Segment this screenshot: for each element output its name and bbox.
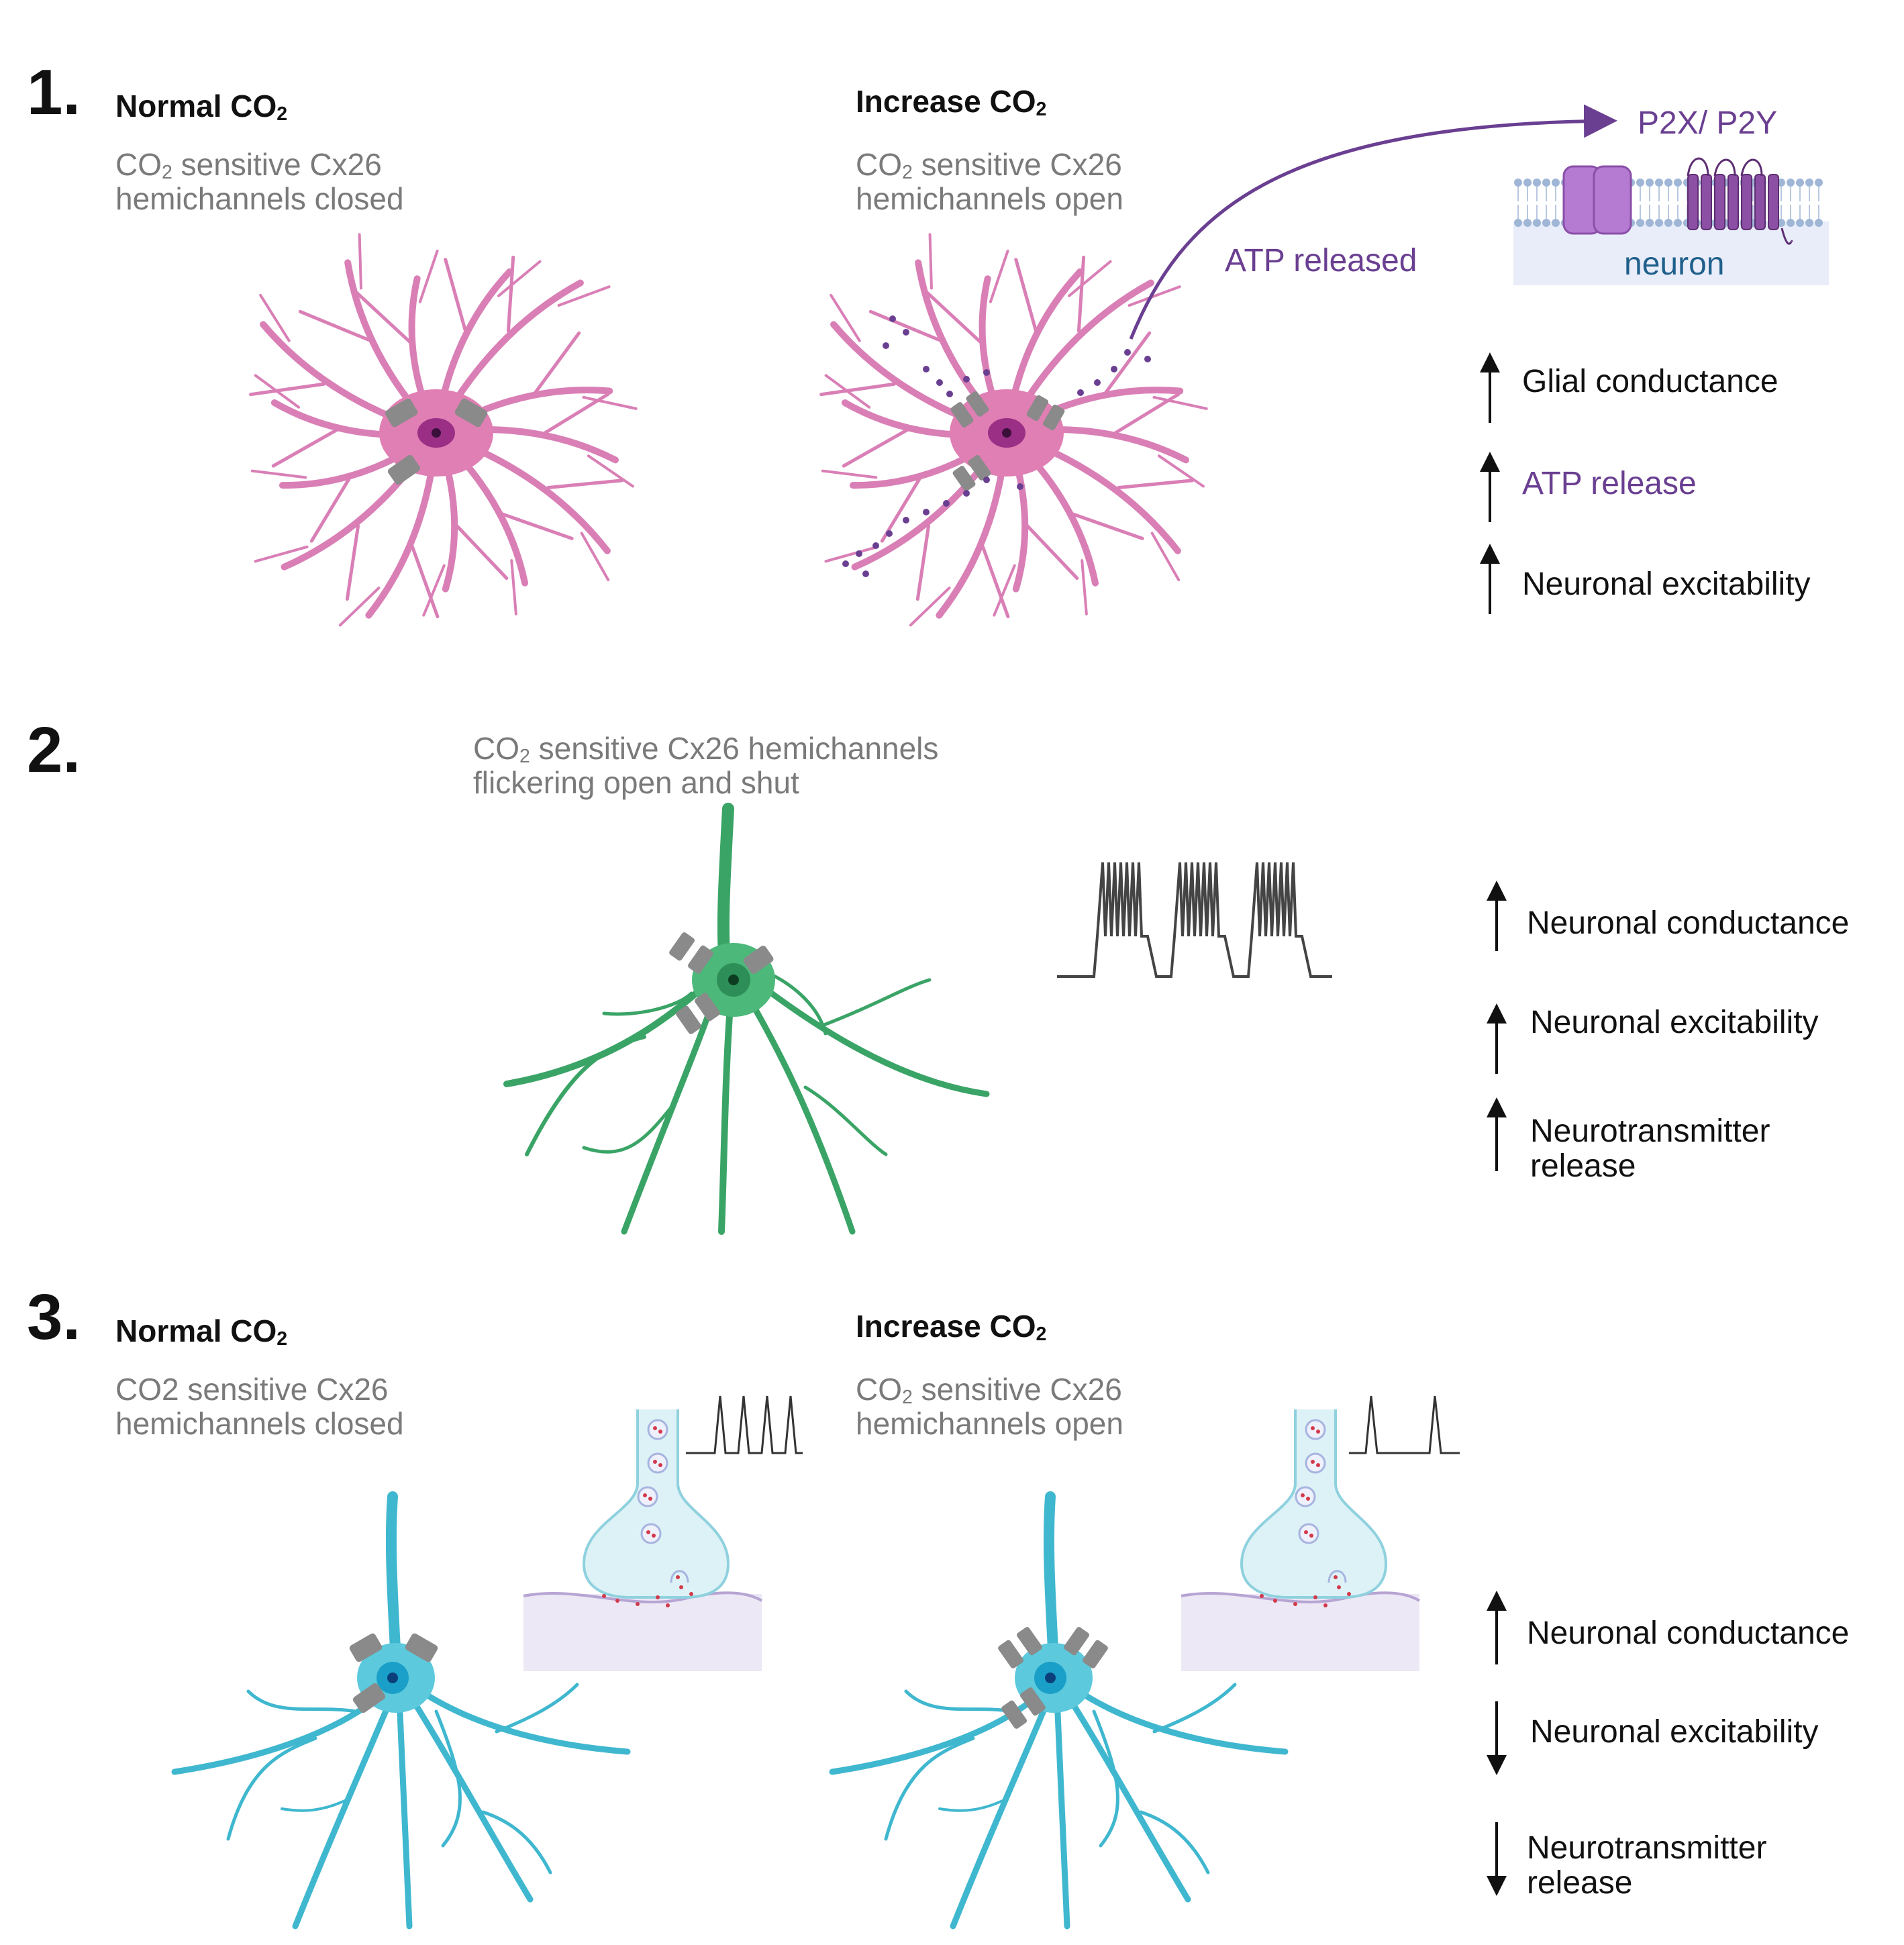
burst-firing-trace — [1057, 862, 1332, 978]
neuron-membrane — [1513, 157, 1829, 285]
cx26-hemichannel-open-icon — [1064, 1627, 1108, 1668]
cx26-hemichannel-closed-icon — [405, 1633, 438, 1662]
panel-3-increase-heading: Increase CO2 — [856, 1309, 1047, 1346]
p2x-p2y-label: P2X/ P2Y — [1638, 105, 1778, 141]
astrocyte-normal — [249, 233, 638, 627]
cx26-hemichannel-closed-icon — [352, 1683, 386, 1713]
astrocyte-increase — [819, 233, 1208, 627]
panel-1-increase-heading: Increase CO2 — [856, 84, 1047, 121]
panel-2-number: 2. — [27, 714, 81, 786]
increase-arrow-icon — [1487, 1003, 1507, 1074]
atp-molecules — [842, 315, 1151, 577]
cx26-hemichannel-open-icon — [952, 455, 991, 491]
effect-neuronal-excitability: Neuronal excitability — [1530, 1005, 1819, 1040]
panel-3-normal-heading: Normal CO2 — [115, 1313, 288, 1350]
effect-neuronal-excitability: Neuronal excitability — [1530, 1714, 1819, 1750]
panel-1-normal-description: CO2 sensitive Cx26 hemichannels closed — [115, 147, 404, 216]
cx26-hemichannel-open-icon — [950, 391, 989, 428]
decrease-arrow-icon — [1487, 1701, 1507, 1775]
panel-3-number: 3. — [27, 1281, 81, 1353]
spike-train-increase-trace — [1349, 1395, 1460, 1454]
cx26-hemichannel-flicker-icon — [669, 932, 713, 974]
cx26-hemichannel-closed-icon — [349, 1633, 383, 1662]
increase-arrow-icon — [1480, 544, 1500, 614]
cx26-hemichannel-flicker-icon — [676, 993, 720, 1034]
neuron-cyan-normal — [171, 1491, 631, 1930]
effect-neuronal-conductance: Neuronal conductance — [1527, 1615, 1850, 1651]
panel-1-increase-description: CO2 sensitive Cx26 hemichannels open — [856, 147, 1123, 216]
panel-1-number: 1. — [27, 56, 81, 128]
p2y-receptor-icon — [1687, 157, 1793, 245]
spike-train-normal-trace — [686, 1395, 803, 1454]
cx26-hemichannel-open-icon — [1001, 1687, 1046, 1729]
effect-neuronal-conductance: Neuronal conductance — [1527, 905, 1850, 941]
cx26-hemichannel-closed-icon — [385, 398, 418, 428]
decrease-arrow-icon — [1487, 1822, 1507, 1896]
panel-3-normal-description: CO2 sensitive Cx26 hemichannels closed — [115, 1372, 404, 1441]
synapse-increase — [1181, 1409, 1421, 1671]
neuron-cyan-increase — [829, 1491, 1289, 1930]
neuron-green — [503, 803, 990, 1235]
p2x-receptor-icon — [1562, 165, 1632, 235]
increase-arrow-icon — [1487, 1591, 1507, 1664]
atp-released-label: ATP released — [1225, 243, 1417, 279]
synapse-normal — [523, 1409, 763, 1671]
cx26-hemichannel-open-icon — [998, 1627, 1042, 1668]
increase-arrow-icon — [1487, 1097, 1507, 1171]
increase-arrow-icon — [1487, 881, 1507, 951]
increase-arrow-icon — [1480, 452, 1500, 522]
effect-atp-release: ATP release — [1522, 466, 1697, 501]
cx26-hemichannel-closed-icon — [387, 454, 421, 485]
panel-2-description: CO2 sensitive Cx26 hemichannels flickeri… — [473, 731, 939, 800]
panel-1-normal-heading: Normal CO2 — [115, 89, 288, 126]
cx26-hemichannel-closed-icon — [454, 398, 488, 428]
atp-release-arrow — [1129, 104, 1617, 340]
increase-arrow-icon — [1480, 352, 1500, 423]
panel-3-increase-description: CO2 sensitive Cx26 hemichannels open — [856, 1372, 1123, 1441]
cx26-hemichannel-flicker-icon — [743, 946, 774, 974]
effect-glial-conductance: Glial conductance — [1522, 364, 1778, 399]
effect-neuronal-excitability: Neuronal excitability — [1522, 566, 1811, 602]
cx26-hemichannel-open-icon — [1026, 395, 1065, 431]
neuron-label: neuron — [1624, 246, 1725, 282]
